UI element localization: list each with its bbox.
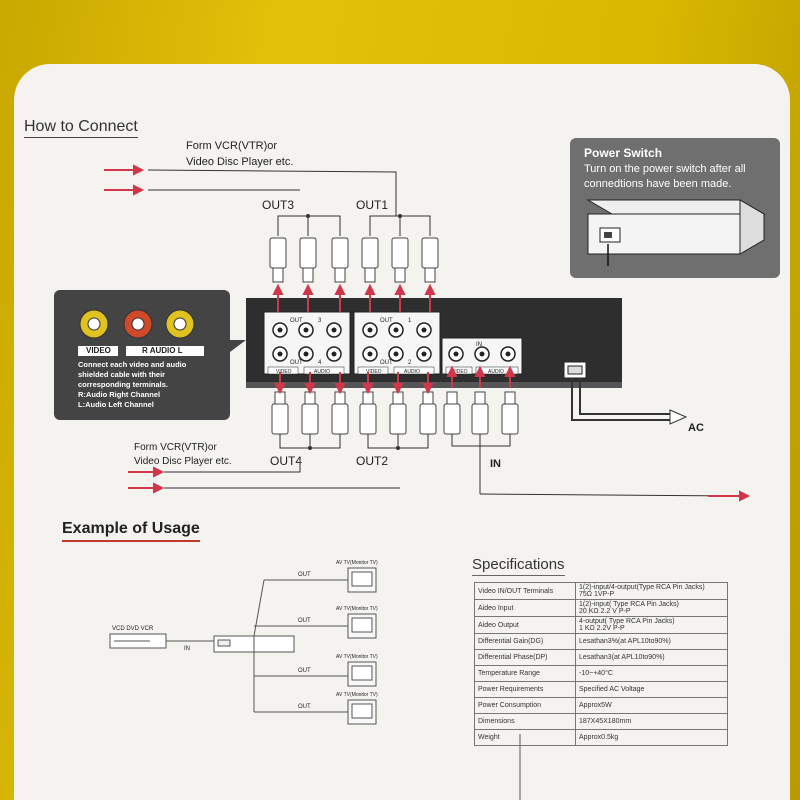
spec-value-line1: 4-output( Type RCA Pin Jacks) [579, 618, 675, 625]
usage-tv-label-4: AV TV(Monitor TV) [336, 692, 378, 698]
legend-audio-label: R AUDIO L [142, 346, 183, 355]
rca-jacks [79, 309, 195, 339]
device-video-b: VIDEO [366, 369, 382, 375]
device-num-3: 3 [318, 318, 322, 324]
label-out3: OUT3 [262, 198, 295, 212]
usage-out-label-2: OUT [298, 618, 311, 624]
device-audio-b: AUDIO [404, 369, 420, 375]
spec-value-line1: 1(2)-input( Type RCA Pin Jacks) [579, 601, 679, 608]
source-top-line2: Video Disc Player etc. [186, 156, 294, 168]
usage-tv-label-1: AV TV(Monitor TV) [336, 560, 378, 566]
spec-key: Power Requirements [474, 681, 576, 698]
switcher-device [246, 298, 622, 388]
spec-value-line1: -10~+40°C [579, 670, 613, 677]
spec-key: Temperature Range [474, 665, 576, 682]
spec-value-line1: 187X45X180mm [579, 718, 632, 725]
source-bottom-line2: Video Disc Player etc. [134, 456, 232, 467]
device-out-label-top-b: OUT [380, 318, 393, 324]
usage-tv-label-3: AV TV(Monitor TV) [336, 654, 378, 660]
device-in-label: IN [476, 342, 482, 348]
arrow-in-bottom [128, 466, 751, 502]
device-video-a: VIDEO [276, 369, 292, 375]
spec-value: Lesathan3(at APL10to90%) [575, 649, 728, 666]
power-switch-line2: connedtions have been made. [584, 178, 732, 190]
spec-row: Temperature Range-10~+40°C [474, 665, 728, 682]
spec-value-line2: 20 KΩ 2.2 V P-P [579, 608, 631, 615]
spec-value-line1: 1(2)-input/4-output(Type RCA Pin Jacks) [579, 584, 705, 591]
legend-note-3: corresponding terminals. [78, 380, 169, 389]
spec-key: Differential Phase(DP) [474, 649, 576, 666]
spec-row: Differential Gain(DG)Lesathan3%(at APL10… [474, 633, 728, 650]
spec-value: Approx0.5kg [575, 729, 728, 746]
power-switch-line1: Turn on the power switch after all [584, 163, 746, 175]
spec-key: Aideo Input [474, 599, 576, 617]
spec-value-line2: 75Ω 1VP-P [579, 591, 615, 598]
device-out-label-bottom-a: OUT [290, 360, 303, 366]
legend-note-4: R:Audio Right Channel [78, 390, 161, 399]
legend-video-label: VIDEO [86, 346, 111, 355]
spec-key: Dimensions [474, 713, 576, 730]
heading-specifications: Specifications [472, 556, 565, 576]
arrow-in-top [104, 164, 145, 196]
spec-value: Lesathan3%(at APL10to90%) [575, 633, 728, 650]
device-audio-a: AUDIO [314, 369, 330, 375]
power-switch-title: Power Switch [584, 146, 663, 160]
usage-in-label: IN [184, 646, 190, 652]
usage-tv-label-2: AV TV(Monitor TV) [336, 606, 378, 612]
legend-note-5: L:Audio Left Channel [78, 400, 154, 409]
spec-value: -10~+40°C [575, 665, 728, 682]
spec-value: 187X45X180mm [575, 713, 728, 730]
device-out-label-top-a: OUT [290, 318, 303, 324]
label-out1: OUT1 [356, 198, 389, 212]
device-out-label-bottom-b: OUT [380, 360, 393, 366]
usage-out-label-1: OUT [298, 572, 311, 578]
device-num-2: 2 [408, 360, 412, 366]
spec-value: Specified AC Voltage [575, 681, 728, 698]
spec-key: Weight [474, 729, 576, 746]
spec-value-line1: Lesathan3(at APL10to90%) [579, 654, 665, 661]
spec-value-line1: Approx0.5kg [579, 734, 619, 741]
spec-row: Differential Phase(DP)Lesathan3(at APL10… [474, 649, 728, 666]
spec-key: Differential Gain(DG) [474, 633, 576, 650]
ac-label: AC [688, 422, 704, 434]
legend-note-1: Connect each video and audio [78, 360, 187, 369]
spec-key: Power Consumption [474, 697, 576, 714]
usage-diagram [109, 567, 521, 800]
device-num-1: 1 [408, 318, 412, 324]
power-unit [586, 199, 766, 266]
spec-value-line1: Lesathan3%(at APL10to90%) [579, 638, 671, 645]
label-out2: OUT2 [356, 454, 389, 468]
device-audio-c: AUDIO [488, 369, 504, 375]
usage-out-label-4: OUT [298, 704, 311, 710]
heading-how-to-connect: How to Connect [24, 118, 138, 138]
device-video-c: VIDEO [452, 369, 468, 375]
spec-value: 1(2)-input/4-output(Type RCA Pin Jacks)7… [575, 582, 728, 600]
usage-out-label-3: OUT [298, 668, 311, 674]
spec-value-line2: 1 KΩ 2.2V P-P [579, 625, 625, 632]
spec-value-line1: Approx5W [579, 702, 612, 709]
spec-key: Video IN/OUT Terminals [474, 582, 576, 600]
label-out4: OUT4 [270, 454, 303, 468]
spec-value-line1: Specified AC Voltage [579, 686, 645, 693]
spec-value: 1(2)-input( Type RCA Pin Jacks)20 KΩ 2.2… [575, 599, 728, 617]
source-top-line1: Form VCR(VTR)or [186, 140, 278, 152]
legend-note-2: shielded cable with their [78, 370, 166, 379]
source-bottom-line1: Form VCR(VTR)or [134, 442, 217, 453]
device-num-4: 4 [318, 360, 322, 366]
spec-key: Aideo Output [474, 616, 576, 634]
usage-source-label: VCD DVD VCR [112, 626, 154, 632]
heading-example-of-usage: Example of Usage [62, 520, 200, 542]
label-in: IN [490, 458, 501, 470]
spec-value: 4-output( Type RCA Pin Jacks)1 KΩ 2.2V P… [575, 616, 728, 634]
spec-value: Approx5W [575, 697, 728, 714]
